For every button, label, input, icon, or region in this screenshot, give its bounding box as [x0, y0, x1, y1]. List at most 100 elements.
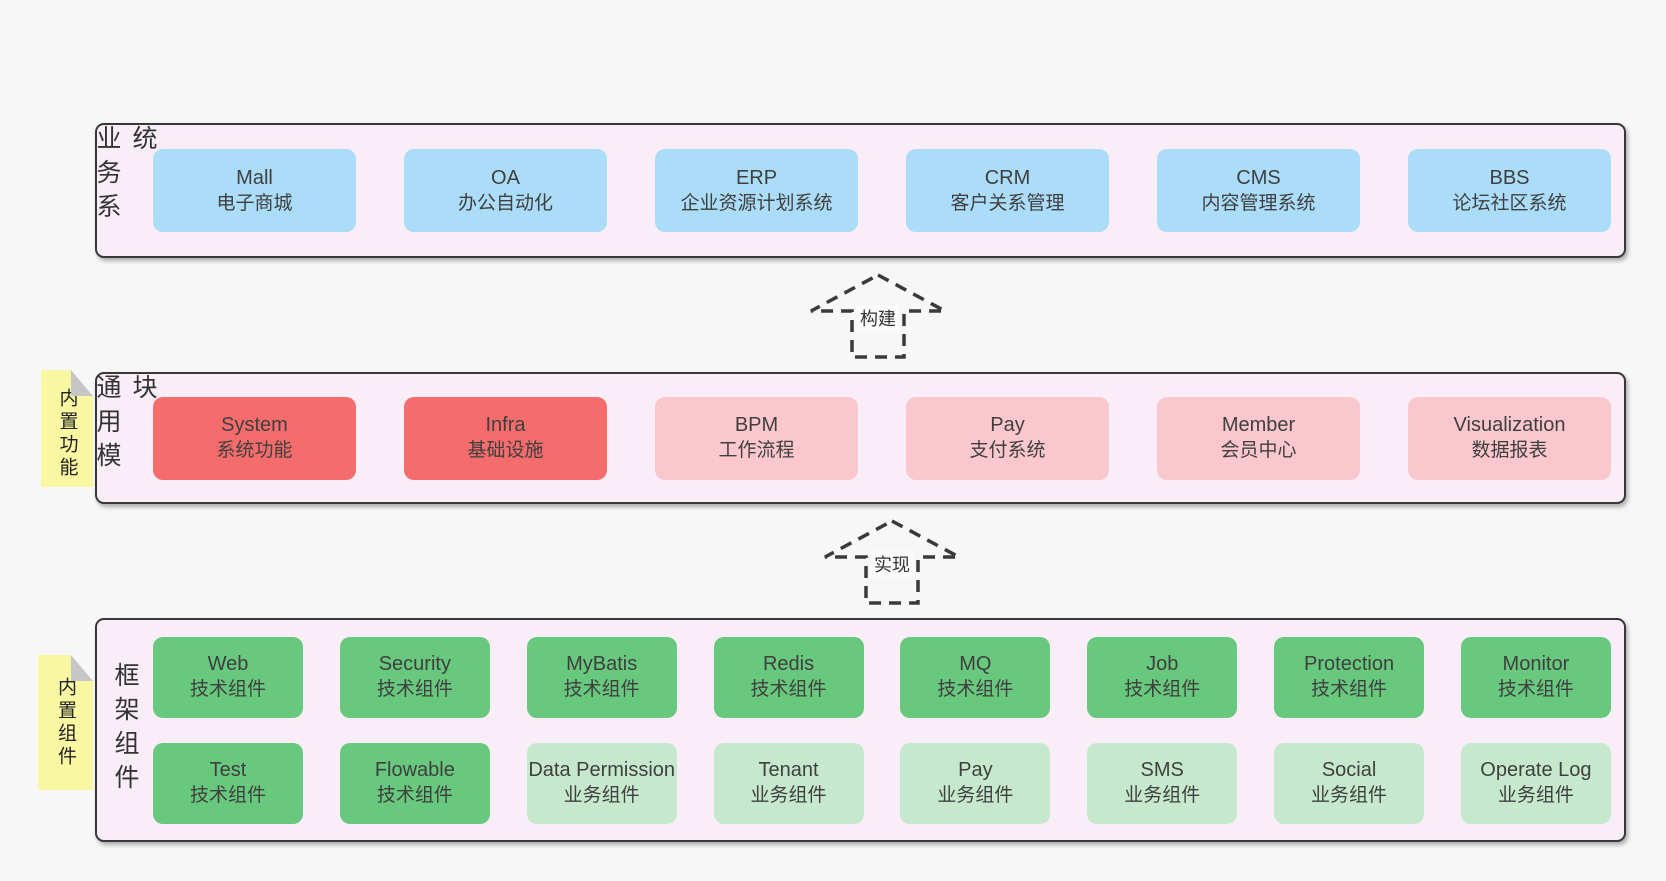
node-redis: Redis 技术组件: [713, 636, 864, 718]
node-subtitle: 基础设施: [467, 440, 544, 461]
node-subtitle: 技术组件: [189, 679, 266, 700]
node-title: Web: [207, 653, 249, 675]
node-bbs: BBS 论坛社区系统: [1408, 149, 1611, 232]
panel-content: Web 技术组件 Security 技术组件 MyBatis 技术组件 Redi…: [153, 620, 1624, 840]
builtin-components-sticky-note: 内置组件: [38, 655, 93, 790]
node-data-permission: Data Permission 业务组件: [526, 742, 677, 824]
node-subtitle: 技术组件: [376, 679, 453, 700]
node-cms: CMS 内容管理系统: [1157, 149, 1360, 232]
node-subtitle: 系统功能: [216, 440, 293, 461]
node-job: Job 技术组件: [1087, 636, 1238, 718]
node-mq: MQ 技术组件: [900, 636, 1051, 718]
node-title: Operate Log: [1480, 759, 1592, 781]
node-title: System: [221, 414, 288, 436]
node-title: Job: [1146, 653, 1179, 675]
node-pay: Pay 支付系统: [906, 396, 1109, 480]
node-title: Pay: [958, 759, 993, 781]
node-subtitle: 业务组件: [1124, 785, 1201, 806]
node-subtitle: 业务组件: [1311, 785, 1388, 806]
node-title: Security: [378, 653, 451, 675]
implement-arrow-label: 实现: [871, 551, 913, 577]
node-title: CMS: [1236, 166, 1281, 189]
node-subtitle: 技术组件: [1497, 679, 1574, 700]
node-test: Test 技术组件: [153, 742, 303, 824]
node-web: Web 技术组件: [153, 636, 303, 718]
node-protection: Protection 技术组件: [1274, 636, 1425, 718]
node-title: Flowable: [374, 759, 455, 781]
node-title: SMS: [1140, 759, 1184, 781]
node-title: Social: [1321, 759, 1377, 781]
biz-components-row: Test 技术组件 Flowable 技术组件 Data Permission …: [153, 742, 1611, 824]
node-subtitle: 工作流程: [718, 440, 795, 461]
node-title: Infra: [485, 414, 526, 436]
node-subtitle: 数据报表: [1471, 440, 1548, 461]
node-flowable: Flowable 技术组件: [339, 742, 490, 824]
panel-business-systems: 业务系统 Mall 电子商城 OA 办公自动化 ERP 企业资源计划系统 CRM…: [93, 123, 1626, 258]
node-subtitle: 技术组件: [189, 785, 266, 806]
panel-common-modules: 通用模块 System 系统功能 Infra 基础设施 BPM 工作流程 Pay…: [93, 372, 1626, 504]
node-subtitle: 业务组件: [563, 785, 640, 806]
node-mall: Mall 电子商城: [153, 149, 356, 232]
node-monitor: Monitor 技术组件: [1460, 636, 1611, 718]
node-oa: OA 办公自动化: [404, 149, 607, 232]
panel-content: System 系统功能 Infra 基础设施 BPM 工作流程 Pay 支付系统…: [153, 374, 1624, 502]
folded-corner-icon: [71, 655, 93, 681]
sticky-note-label: 内置组件: [55, 677, 76, 769]
business-systems-row: Mall 电子商城 OA 办公自动化 ERP 企业资源计划系统 CRM 客户关系…: [153, 149, 1611, 232]
panel-content: Mall 电子商城 OA 办公自动化 ERP 企业资源计划系统 CRM 客户关系…: [153, 125, 1624, 256]
node-pay-biz: Pay 业务组件: [900, 742, 1051, 824]
node-title: BPM: [734, 414, 779, 436]
node-bpm: BPM 工作流程: [655, 396, 858, 480]
build-arrow: 构建: [808, 272, 948, 360]
node-title: Data Permission: [528, 759, 676, 781]
node-title: Protection: [1304, 653, 1395, 675]
node-subtitle: 技术组件: [1311, 679, 1388, 700]
node-title: Pay: [990, 414, 1025, 436]
node-sms: SMS 业务组件: [1087, 742, 1238, 824]
node-tenant: Tenant 业务组件: [713, 742, 864, 824]
panel-title-common-modules: 通用模块: [93, 374, 157, 476]
node-infra: Infra 基础设施: [404, 396, 607, 480]
build-arrow-label: 构建: [857, 305, 899, 331]
node-title: ERP: [735, 166, 778, 189]
node-operate-log: Operate Log 业务组件: [1460, 742, 1611, 824]
node-subtitle: 内容管理系统: [1201, 192, 1316, 214]
node-system: System 系统功能: [153, 396, 356, 480]
node-mybatis: MyBatis 技术组件: [526, 636, 677, 718]
node-subtitle: 技术组件: [937, 679, 1014, 700]
up-arrow-icon: [810, 273, 946, 359]
node-subtitle: 电子商城: [216, 192, 293, 214]
node-title: MQ: [959, 653, 992, 675]
node-subtitle: 技术组件: [376, 785, 453, 806]
node-title: Visualization: [1453, 414, 1566, 436]
panel-framework-components: 框架组件 Web 技术组件 Security 技术组件 MyBatis 技术组件…: [95, 618, 1626, 842]
builtin-features-sticky-note: 内置功能: [41, 370, 93, 487]
node-erp: ERP 企业资源计划系统: [655, 149, 858, 232]
node-subtitle: 业务组件: [750, 785, 827, 806]
panel-title-framework-components: 框架组件: [111, 662, 139, 798]
node-title: Tenant: [758, 759, 819, 781]
node-subtitle: 支付系统: [969, 440, 1046, 461]
common-modules-row: System 系统功能 Infra 基础设施 BPM 工作流程 Pay 支付系统…: [153, 396, 1611, 480]
node-subtitle: 技术组件: [750, 679, 827, 700]
node-subtitle: 技术组件: [1124, 679, 1201, 700]
node-crm: CRM 客户关系管理: [906, 149, 1109, 232]
node-subtitle: 会员中心: [1220, 440, 1297, 461]
node-title: MyBatis: [566, 653, 638, 675]
node-title: Test: [209, 759, 247, 781]
node-member: Member 会员中心: [1157, 396, 1360, 480]
tech-components-row: Web 技术组件 Security 技术组件 MyBatis 技术组件 Redi…: [153, 636, 1611, 718]
node-title: Redis: [762, 653, 815, 675]
panel-title-business-systems: 业务系统: [93, 125, 157, 227]
node-security: Security 技术组件: [339, 636, 490, 718]
node-title: Member: [1221, 414, 1296, 436]
node-title: Mall: [236, 166, 273, 189]
node-subtitle: 办公自动化: [457, 192, 553, 214]
node-subtitle: 企业资源计划系统: [680, 192, 833, 214]
node-visualization: Visualization 数据报表: [1408, 396, 1611, 480]
node-title: Monitor: [1502, 653, 1570, 675]
implement-arrow: 实现: [822, 518, 962, 606]
node-subtitle: 客户关系管理: [950, 192, 1065, 214]
sticky-note-label: 内置功能: [56, 388, 78, 480]
